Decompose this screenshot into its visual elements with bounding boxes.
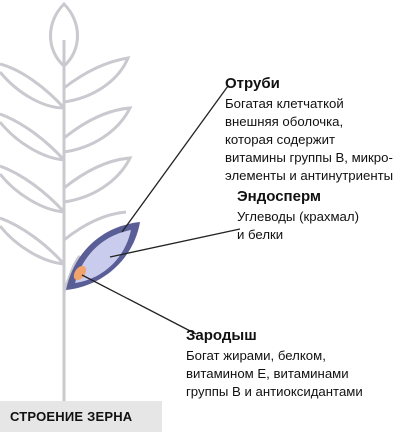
- label-germ-text: Богат жирами, белком, витамином E, витам…: [186, 348, 363, 399]
- label-bran: Отруби Богатая клетчаткой внешняя оболоч…: [225, 74, 393, 185]
- label-germ-title: Зародыш: [186, 327, 257, 344]
- kernel-right-2: [63, 106, 133, 154]
- kernel-right-4: [63, 210, 127, 242]
- wheat-spike-top: [49, 1, 79, 69]
- grain-germ: [73, 265, 87, 281]
- kernel-right-3: [63, 156, 133, 204]
- kernel-left-3: [0, 173, 65, 214]
- kernel-left-1: [0, 71, 65, 110]
- label-endosperm-text: Углеводы (крахмал) и белки: [237, 209, 359, 242]
- label-bran-title: Отруби: [225, 75, 280, 92]
- label-endosperm-title: Эндосперм: [237, 188, 322, 205]
- kernel-left-3b: [0, 164, 66, 214]
- kernel-right-1: [63, 56, 131, 104]
- pointer-line-endosperm: [109, 228, 241, 258]
- label-germ: Зародыш Богат жирами, белком, витамином …: [186, 326, 363, 401]
- wheat-kernels-left: [0, 62, 66, 266]
- figure-caption: СТРОЕНИЕ ЗЕРНА: [0, 401, 162, 432]
- kernel-right-5: [62, 254, 82, 293]
- kernel-left-1b: [0, 62, 66, 110]
- pointer-line-bran: [121, 85, 229, 233]
- pointer-lines: [81, 85, 241, 335]
- label-endosperm: Эндосперм Углеводы (крахмал) и белки: [237, 187, 359, 244]
- kernel-left-4: [0, 225, 65, 266]
- pointer-line-germ: [81, 274, 197, 335]
- wheat-kernels-right: [62, 56, 133, 293]
- kernel-left-2b: [0, 112, 66, 162]
- grain-endosperm: [75, 230, 131, 283]
- kernel-left-4b: [0, 216, 66, 266]
- kernel-left-2: [0, 121, 65, 162]
- label-bran-text: Богатая клетчаткой внешняя оболочка, кот…: [225, 96, 394, 183]
